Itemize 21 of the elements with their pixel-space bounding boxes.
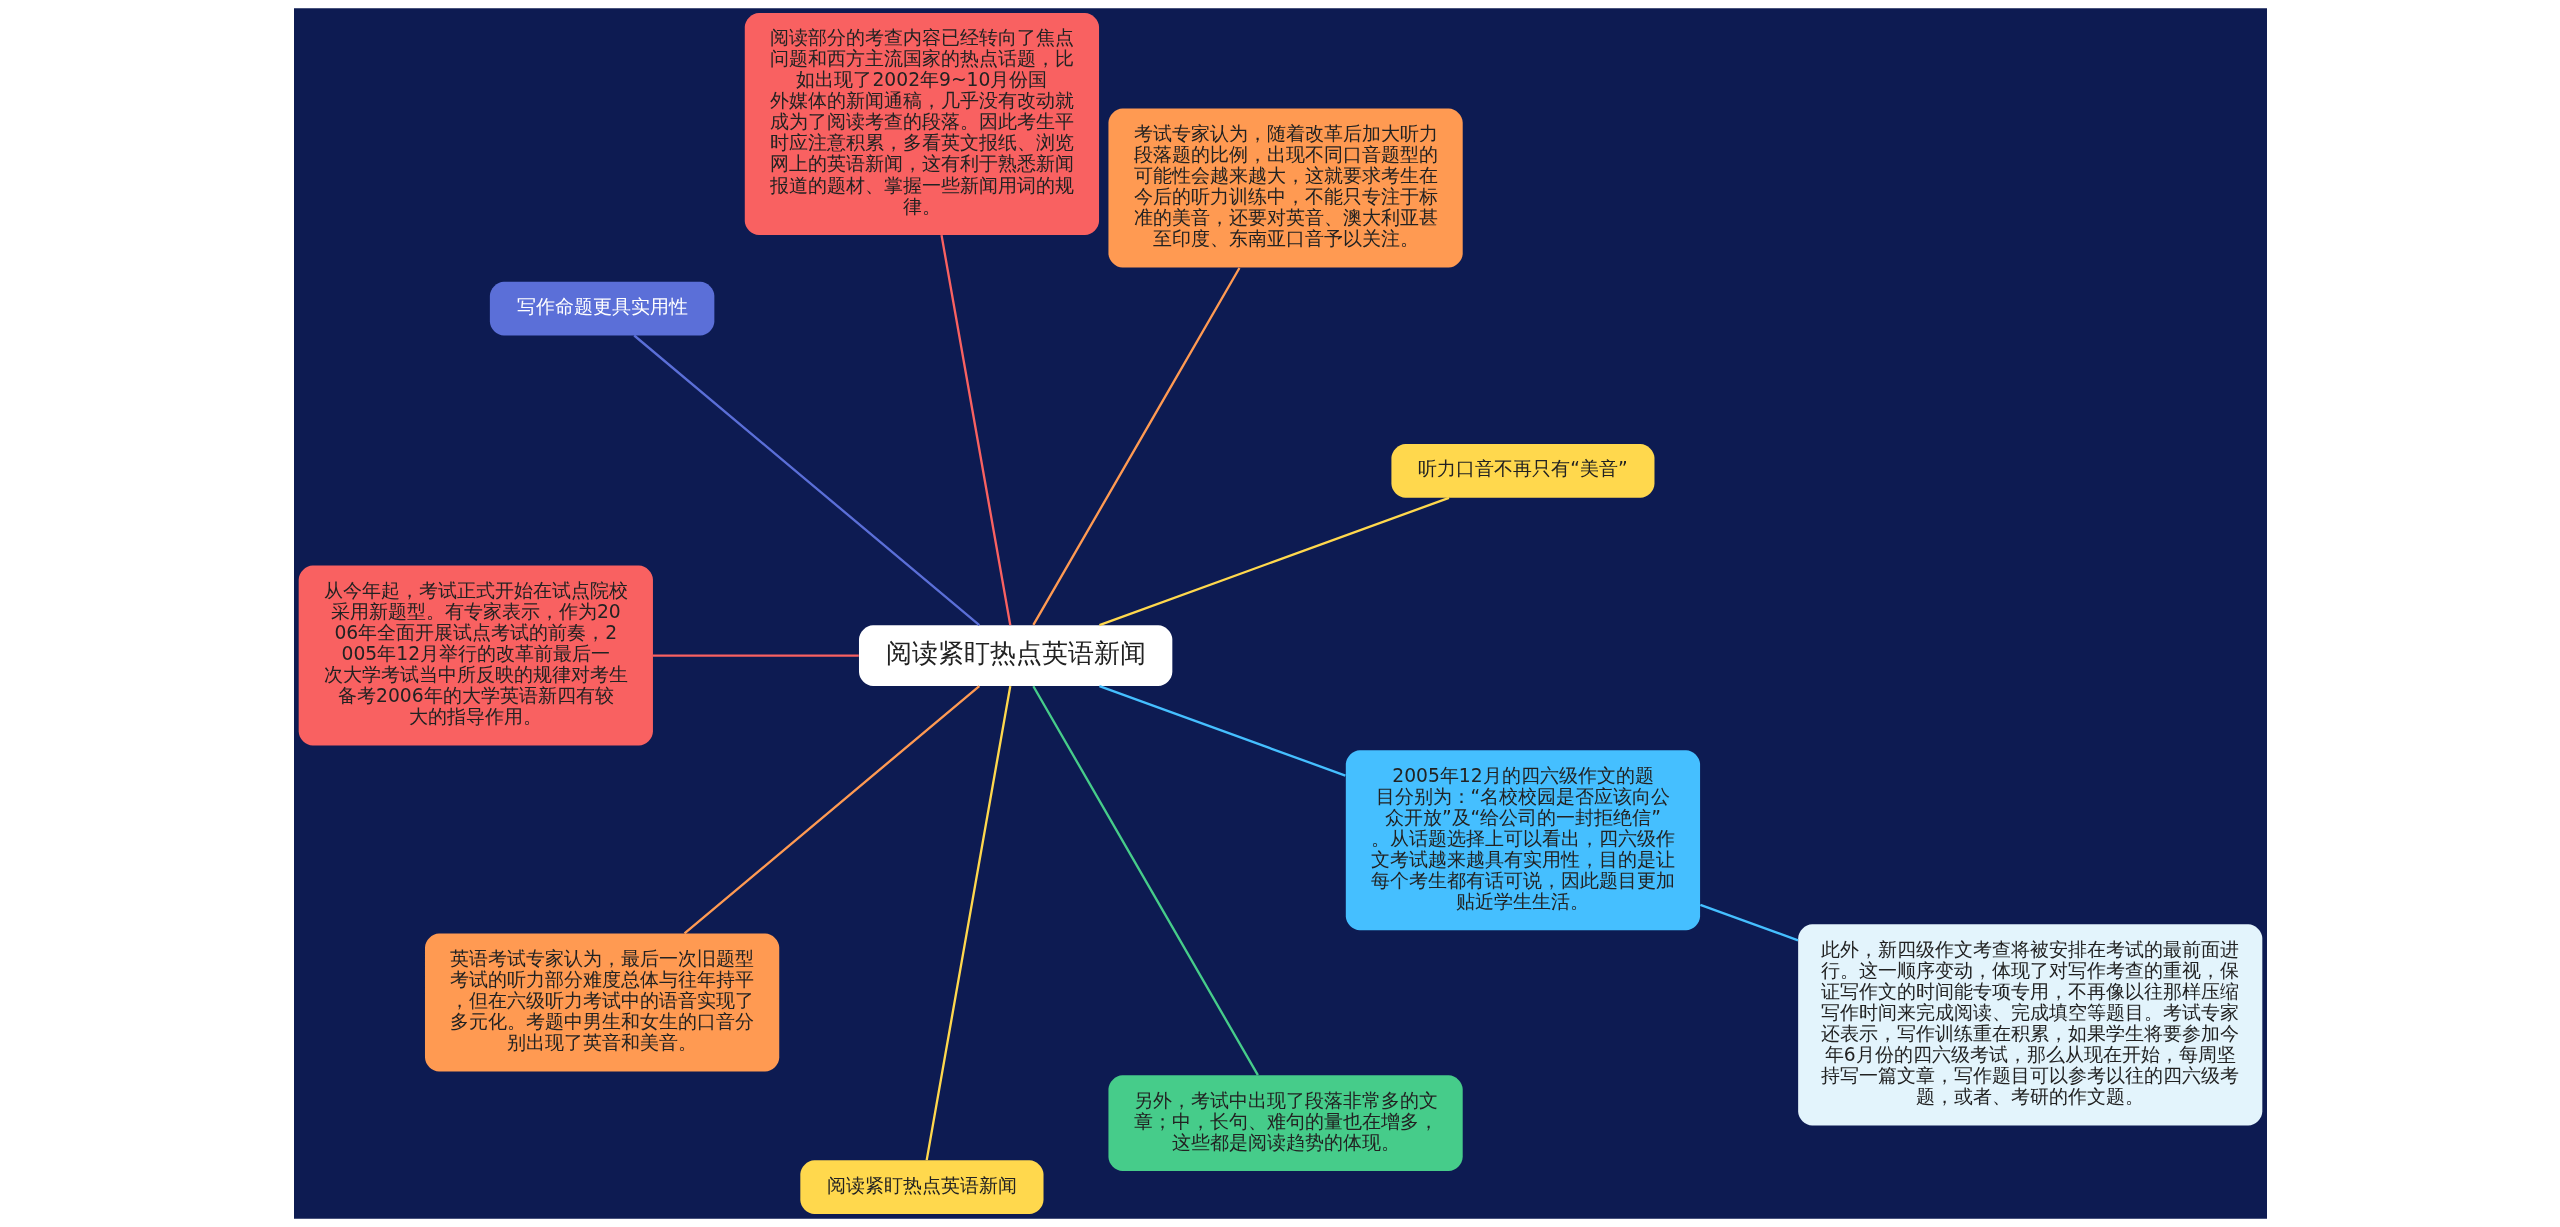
node-box: 2005年12月的四六级作文的题目分别为：“名校校园是否应该向公众开放”及“给公司的一封拒绝信”。从话题选择上可以看出，四六级作文考试越来越具有实用性，目的是让每个考生都有话可说，因此题目更加贴近学生生活。 (1345, 750, 1700, 931)
node-box: 考试专家认为，随着改革后加大听力段落题的比例，出现不同口音题型的可能性会越来越大，这就要求考生在今后的听力训练中，不能只专注于标准的美音，还要对英音、澳大利亚甚至印度、东南亚口音予以关注。 (1107, 108, 1463, 268)
connector (939, 234, 1011, 626)
connector (1098, 685, 1346, 777)
connector (1031, 267, 1240, 626)
node-box: 阅读紧盯热点英语新闻 (799, 1160, 1043, 1215)
connector (683, 685, 980, 935)
node-box: 此外，新四级作文考查将被安排在考试的最前面进行。这一顺序变动，体现了对写作考查的重视，保证写作文的时间能专项专用，不再像以往那样压缩写作时间来完成阅读、完成填空等题目。考试专家还表示，写作训练重在积累，如果学生将要参加今年6月份的四六级考试，那么从现在开始，每周坚持写一篇文章，写作题目可以参考以往的四六级考题，或者、考研的作文题。 (1797, 924, 2262, 1126)
node-box: 听力口音不再只有“美音” (1390, 444, 1654, 498)
connector (1098, 496, 1449, 627)
connector (925, 685, 1011, 1161)
node-box: 写作命题更具实用性 (489, 281, 714, 336)
node-box: 另外，考试中出现了段落非常多的文章；中，长句、难句的量也在增多，这些都是阅读趋势的体现。 (1107, 1075, 1463, 1172)
connector (1031, 685, 1259, 1076)
connector (1699, 903, 1798, 942)
connector (632, 334, 980, 626)
node-box: 从今年起，考试正式开始在试点院校采用新题型。有专家表示，作为2006年全面开展试点考试的前奏，2005年12月举行的改革前最后一次大学考试当中所反映的规律对考生备考2006年的大学英语新四有较大的指导作用。 (298, 565, 653, 746)
node-box: 阅读紧盯热点英语新闻 (858, 625, 1172, 686)
node-box: 英语考试专家认为，最后一次旧题型考试的听力部分难度总体与往年持平，但在六级听力考试中的语音实现了多元化。考题中男生和女生的口音分别出现了英音和美音。 (424, 933, 779, 1072)
node-box: 阅读部分的考查内容已经转向了焦点问题和西方主流国家的热点话题，比如出现了2002年9~10月份国外媒体的新闻通稿，几乎没有改动就成为了阅读考查的段落。因此考生平时应注意积累，多看英文报纸、浏览网上的英语新闻，这有利于熟悉新闻报道的题材、掌握一些新闻用词的规律。 (744, 12, 1099, 236)
connector (652, 654, 859, 657)
